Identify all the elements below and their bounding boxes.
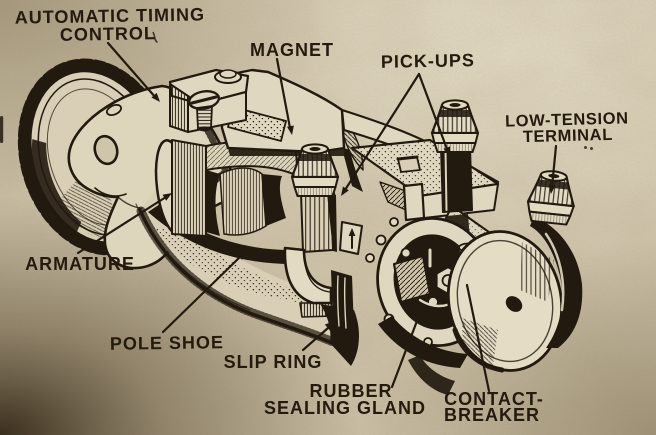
front-pickup-conduit <box>283 192 354 330</box>
label-pole-shoe: POLE SHOE <box>110 332 224 354</box>
mounting-lug <box>408 355 455 395</box>
slip-ring-part <box>331 270 354 330</box>
rubber-sealing-gland-part <box>299 302 334 318</box>
label-armature: ARMATURE <box>25 254 135 274</box>
leader-rubber-sealing-gland <box>390 311 422 389</box>
leader-pick-ups <box>341 72 451 196</box>
leader-lines <box>76 41 558 393</box>
label-contact-breaker-line1: CONTACT- <box>444 389 544 409</box>
magneto-drawing <box>17 58 583 395</box>
mounting-bracket <box>168 68 250 133</box>
leader-pole-shoe <box>161 251 246 334</box>
leader-slip-ring <box>301 320 338 352</box>
leader-low-tension-terminal <box>548 144 558 194</box>
cover-hole <box>505 296 523 312</box>
label-magnet: MAGNET <box>250 40 334 60</box>
page-edge-mark <box>0 116 4 143</box>
label-rubber-sealing-gland-line2: SEALING GLAND <box>264 398 426 418</box>
low-tension-conduit <box>530 216 583 348</box>
pole-shoe-band <box>148 204 292 264</box>
figure-labels: AUTOMATIC TIMING CONTROL MAGNET PICK-UPS… <box>15 4 629 425</box>
leader-contact-breaker <box>465 283 491 393</box>
housing-post <box>402 182 426 222</box>
leader-armature <box>76 193 172 255</box>
label-pick-ups: PICK-UPS <box>381 50 475 72</box>
label-automatic-timing-control-line1: AUTOMATIC TIMING <box>15 4 206 27</box>
leader-magnet <box>275 57 294 135</box>
leader-automatic-timing-control <box>106 41 160 102</box>
label-low-tension-terminal-line1: LOW-TENSION <box>505 109 629 130</box>
label-slip-ring: SLIP RING <box>224 352 323 372</box>
label-low-tension-terminal-line2: TERMINAL <box>523 126 613 146</box>
label-automatic-timing-control-line2: CONTROL <box>60 23 156 45</box>
label-contact-breaker-line2: BREAKER <box>444 405 540 425</box>
adjusting-screw <box>187 90 221 132</box>
rotation-arrow-icon <box>348 228 356 249</box>
label-rubber-sealing-gland-line1: RUBBER <box>309 381 392 401</box>
